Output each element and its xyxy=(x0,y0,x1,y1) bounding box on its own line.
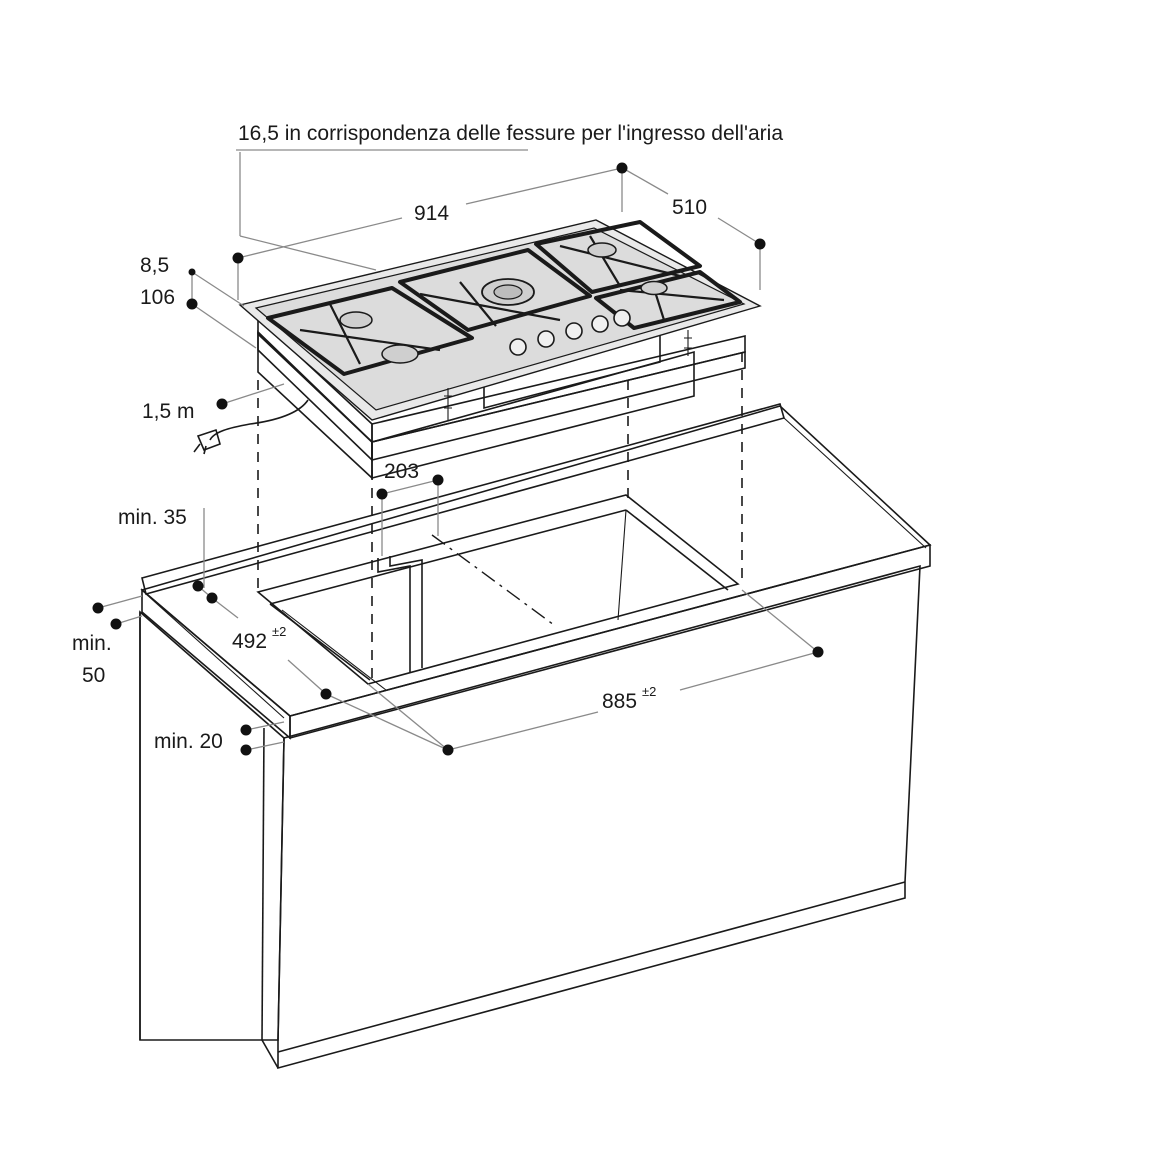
power-cable xyxy=(193,399,309,455)
projection-lines xyxy=(257,352,743,680)
label-min-35: min. 35 xyxy=(118,506,187,529)
worktop xyxy=(140,403,932,740)
dimension-lines xyxy=(97,149,819,751)
label-min-50-line1: min. xyxy=(72,632,112,655)
label-min-20: min. 20 xyxy=(154,730,223,753)
knob-3 xyxy=(565,322,583,340)
label-492-tolerance: ±2 xyxy=(272,624,286,639)
control-knobs xyxy=(509,309,631,356)
cabinet-front xyxy=(277,564,921,1070)
knob-2 xyxy=(537,330,555,348)
cutout-opening xyxy=(256,494,740,685)
label-914: 914 xyxy=(414,202,449,225)
label-203: 203 xyxy=(384,460,419,483)
knob-1 xyxy=(509,338,527,356)
label-885-tolerance: ±2 xyxy=(642,684,656,699)
burner-front-left xyxy=(339,311,373,329)
dimension-labels: 16,5 in corrispondenza delle fessure per… xyxy=(72,122,783,753)
label-510: 510 xyxy=(672,196,707,219)
label-cable-length: 1,5 m xyxy=(142,400,195,423)
label-8-5: 8,5 xyxy=(140,254,169,277)
label-106: 106 xyxy=(140,286,175,309)
knob-5 xyxy=(613,309,631,327)
base-cabinet xyxy=(139,564,921,1070)
air-inlet-note: 16,5 in corrispondenza delle fessure per… xyxy=(238,122,783,145)
knob-4 xyxy=(591,315,609,333)
worktop-cutout xyxy=(256,494,740,691)
label-885: 885 xyxy=(602,690,637,713)
gas-hob xyxy=(238,219,762,480)
burner-front-right xyxy=(640,280,668,296)
burner-rear-left xyxy=(381,344,419,364)
label-492: 492 xyxy=(232,630,267,653)
label-min-50-line2: 50 xyxy=(82,664,105,687)
dimension-dots xyxy=(92,162,824,756)
burners xyxy=(339,242,668,364)
burner-rear-right xyxy=(587,242,617,258)
